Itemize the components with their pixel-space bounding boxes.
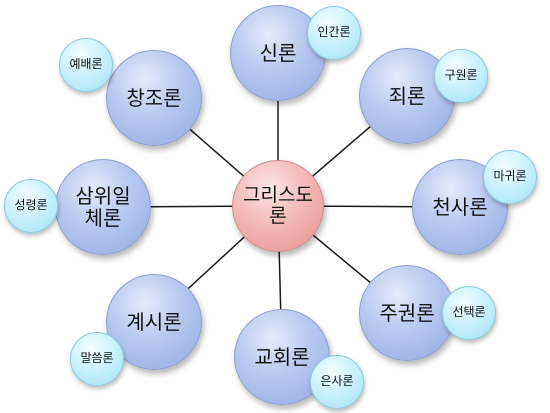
center-node: 그리스도 론: [232, 160, 324, 252]
subtopic-label: 구원론: [444, 68, 478, 83]
center-label: 그리스도 론: [243, 183, 313, 227]
topic-label: 주권론: [379, 300, 435, 325]
subtopic-node: 마귀론: [483, 150, 537, 204]
topic-node: 창조론: [106, 50, 202, 146]
topic-label: 교회론: [254, 344, 310, 369]
topic-label: 계시론: [126, 309, 182, 334]
subtopic-label: 말씀론: [80, 351, 114, 366]
topic-node: 삼위일 체론: [55, 159, 151, 255]
subtopic-label: 인간론: [317, 25, 351, 40]
subtopic-label: 마귀론: [493, 169, 527, 184]
subtopic-label: 선택론: [452, 305, 486, 320]
subtopic-label: 은사론: [320, 374, 354, 389]
topic-node: 천사론: [412, 159, 508, 255]
topic-label: 천사론: [432, 194, 488, 219]
subtopic-node: 구원론: [434, 49, 488, 103]
subtopic-node: 선택론: [442, 286, 496, 340]
topic-label: 신론: [259, 40, 297, 65]
subtopic-node: 은사론: [310, 355, 364, 409]
subtopic-label: 성령론: [14, 198, 48, 213]
subtopic-node: 인간론: [307, 6, 361, 60]
subtopic-node: 말씀론: [70, 332, 124, 386]
topic-label: 창조론: [126, 85, 182, 110]
subtopic-node: 성령론: [4, 179, 58, 233]
topic-label: 죄론: [388, 83, 426, 108]
topic-label: 삼위일 체론: [75, 183, 131, 230]
subtopic-node: 예배론: [59, 38, 113, 92]
subtopic-label: 예배론: [69, 57, 103, 72]
topic-node: 주권론: [359, 265, 455, 361]
